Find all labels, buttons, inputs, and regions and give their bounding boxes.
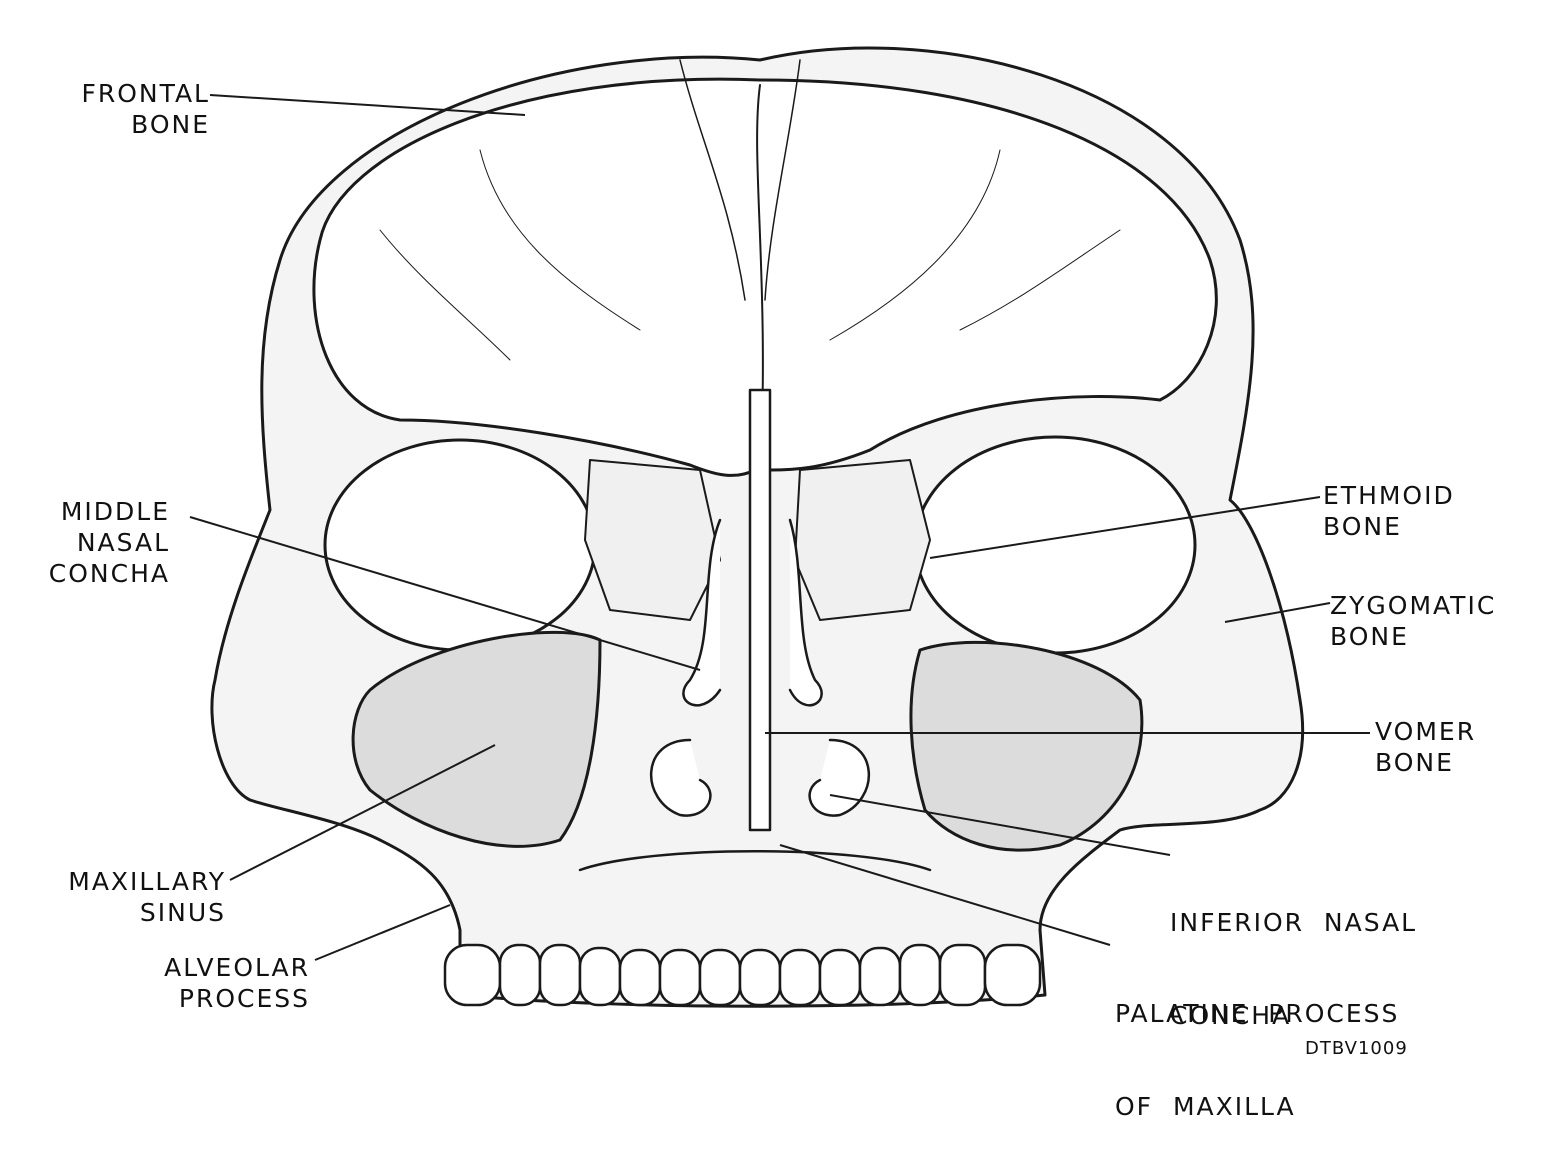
label-line: BONE xyxy=(20,109,210,140)
label-line: PALATINE PROCESS xyxy=(1115,998,1515,1029)
nasal-septum xyxy=(750,390,770,830)
label-line: NASAL xyxy=(0,527,170,558)
label-maxillary-sinus: MAXILLARY SINUS xyxy=(0,866,226,928)
label-line: ALVEOLAR xyxy=(60,952,310,983)
label-line: SINUS xyxy=(0,897,226,928)
label-line: ETHMOID xyxy=(1323,480,1523,511)
label-line: ZYGOMATIC xyxy=(1330,590,1545,621)
label-line: INFERIOR NASAL xyxy=(1170,907,1510,938)
label-frontal-bone: FRONTAL BONE xyxy=(20,78,210,140)
figure-code: DTBV1009 xyxy=(1305,1038,1408,1059)
label-line: BONE xyxy=(1375,747,1535,778)
label-ethmoid-bone: ETHMOID BONE xyxy=(1323,480,1523,542)
label-line: OF MAXILLA xyxy=(1115,1091,1515,1122)
right-orbit xyxy=(915,437,1195,653)
leader-alveolar xyxy=(315,905,450,960)
label-line: FRONTAL xyxy=(20,78,210,109)
label-line: BONE xyxy=(1330,621,1545,652)
left-orbit xyxy=(325,440,595,650)
label-line: MIDDLE xyxy=(0,496,170,527)
label-alveolar-process: ALVEOLAR PROCESS xyxy=(60,952,310,1014)
label-middle-nasal-concha: MIDDLE NASAL CONCHA xyxy=(0,496,170,589)
label-line: MAXILLARY xyxy=(0,866,226,897)
label-line: CONCHA xyxy=(0,558,170,589)
label-line: PROCESS xyxy=(60,983,310,1014)
label-vomer-bone: VOMER BONE xyxy=(1375,716,1535,778)
label-zygomatic-bone: ZYGOMATIC BONE xyxy=(1330,590,1545,652)
label-line: VOMER xyxy=(1375,716,1535,747)
ethmoid-cells xyxy=(585,460,720,620)
label-line: BONE xyxy=(1323,511,1523,542)
